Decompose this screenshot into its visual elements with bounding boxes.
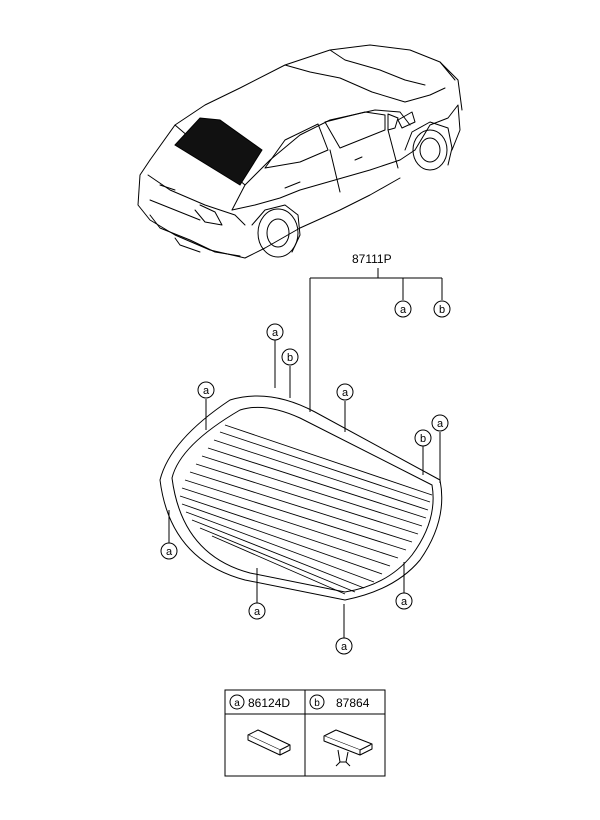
callouts: a b a b a a b a <box>160 300 451 655</box>
callout-a: a <box>197 381 215 399</box>
svg-text:a: a <box>341 641 348 653</box>
svg-text:b: b <box>439 304 445 316</box>
svg-text:b: b <box>314 698 320 709</box>
assembly-bracket <box>309 268 443 412</box>
car-illustration <box>137 44 463 259</box>
callout-a: a <box>266 323 284 341</box>
callout-a: a <box>160 542 178 560</box>
svg-text:a: a <box>437 418 444 430</box>
car-rear-glass-highlight <box>174 117 263 186</box>
callout-leaders <box>168 340 441 638</box>
svg-text:a: a <box>400 304 407 316</box>
rear-window-glass <box>159 395 443 601</box>
legend-a-part-number: 86124D <box>248 696 290 710</box>
callout-a: a <box>336 383 354 401</box>
svg-text:a: a <box>254 606 261 618</box>
svg-text:a: a <box>166 546 173 558</box>
callout-b: b <box>281 348 299 366</box>
defroster-lines <box>179 424 433 595</box>
svg-text:a: a <box>342 387 349 399</box>
svg-text:a: a <box>401 596 408 608</box>
svg-text:a: a <box>234 698 240 709</box>
callout-b: b <box>414 429 432 447</box>
svg-text:a: a <box>272 327 279 339</box>
callout-a: a <box>248 602 266 620</box>
callout-a: a <box>394 300 412 318</box>
part-a-pad-illustration <box>247 729 291 756</box>
svg-text:a: a <box>203 385 210 397</box>
assembly-part-number: 87111P <box>352 252 392 266</box>
callout-a: a <box>431 414 449 432</box>
part-b-clip-illustration <box>323 729 373 767</box>
callout-a: a <box>395 592 413 610</box>
callout-b: b <box>433 300 451 318</box>
svg-text:b: b <box>287 352 293 364</box>
legend-cell-b: b 87864 <box>309 694 373 767</box>
parts-legend-table: a 86124D b 87864 <box>224 689 386 777</box>
svg-text:b: b <box>420 433 426 445</box>
legend-cell-a: a 86124D <box>229 694 291 756</box>
legend-b-part-number: 87864 <box>336 696 370 710</box>
callout-a: a <box>335 637 353 655</box>
